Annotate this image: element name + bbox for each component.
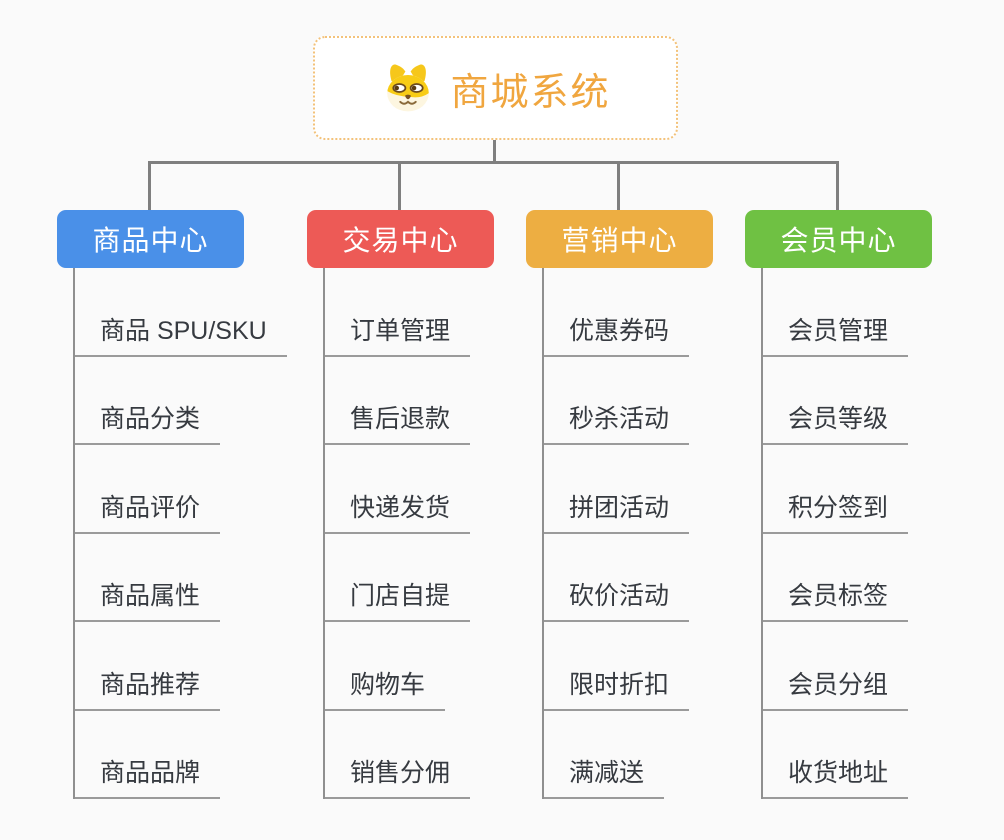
connector-drop-product	[148, 161, 151, 210]
leaf-label: 砍价活动	[542, 576, 690, 622]
leaf-item[interactable]: 商品属性	[73, 534, 307, 622]
leaf-item[interactable]: 秒杀活动	[542, 357, 776, 445]
branch-connector-line	[761, 268, 763, 799]
root-node[interactable]: 商城系统	[313, 36, 678, 140]
branch-children-member: 会员管理会员等级积分签到会员标签会员分组收货地址	[761, 268, 995, 799]
leaf-item[interactable]: 优惠券码	[542, 268, 776, 357]
leaf-label: 拼团活动	[542, 488, 690, 534]
branch-header-marketing-center[interactable]: 营销中心	[526, 210, 713, 268]
branch-trade-center: 交易中心 订单管理售后退款快递发货门店自提购物车销售分佣	[307, 210, 557, 799]
leaf-item[interactable]: 商品评价	[73, 445, 307, 534]
leaf-label: 会员标签	[761, 576, 909, 622]
leaf-item[interactable]: 满减送	[542, 711, 776, 799]
leaf-label: 商品 SPU/SKU	[73, 311, 287, 357]
leaf-item[interactable]: 商品 SPU/SKU	[73, 268, 307, 357]
leaf-item[interactable]: 收货地址	[761, 711, 995, 799]
leaf-item[interactable]: 门店自提	[323, 534, 557, 622]
branch-header-member-center[interactable]: 会员中心	[745, 210, 932, 268]
leaf-item[interactable]: 砍价活动	[542, 534, 776, 622]
leaf-label: 商品分类	[73, 399, 221, 445]
leaf-item[interactable]: 商品品牌	[73, 711, 307, 799]
leaf-label: 积分签到	[761, 488, 909, 534]
leaf-label: 收货地址	[761, 753, 909, 799]
leaf-item[interactable]: 会员分组	[761, 622, 995, 711]
leaf-item[interactable]: 会员标签	[761, 534, 995, 622]
connector-drop-member	[836, 161, 839, 210]
dog-face-icon	[387, 64, 430, 112]
leaf-label: 购物车	[323, 665, 446, 711]
leaf-item[interactable]: 拼团活动	[542, 445, 776, 534]
leaf-label: 限时折扣	[542, 665, 690, 711]
leaf-label: 秒杀活动	[542, 399, 690, 445]
leaf-label: 优惠券码	[542, 311, 690, 357]
connector-drop-marketing	[617, 161, 620, 210]
connector-horizontal-line	[148, 161, 839, 164]
branch-connector-line	[73, 268, 75, 799]
leaf-label: 商品品牌	[73, 753, 221, 799]
leaf-item[interactable]: 售后退款	[323, 357, 557, 445]
branch-children-product: 商品 SPU/SKU 商品分类商品评价商品属性商品推荐商品品牌	[73, 268, 307, 799]
leaf-item[interactable]: 商品推荐	[73, 622, 307, 711]
leaf-label: 订单管理	[323, 311, 471, 357]
leaf-label: 满减送	[542, 753, 665, 799]
branch-product-center: 商品中心 商品 SPU/SKU 商品分类商品评价商品属性商品推荐商品品牌	[57, 210, 307, 799]
leaf-item[interactable]: 快递发货	[323, 445, 557, 534]
leaf-item[interactable]: 积分签到	[761, 445, 995, 534]
branch-children-marketing: 优惠券码秒杀活动拼团活动砍价活动限时折扣满减送	[542, 268, 776, 799]
branch-marketing-center: 营销中心 优惠券码秒杀活动拼团活动砍价活动限时折扣满减送	[526, 210, 776, 799]
leaf-item[interactable]: 商品分类	[73, 357, 307, 445]
leaf-label: 售后退款	[323, 399, 471, 445]
leaf-label: 快递发货	[323, 488, 471, 534]
leaf-label: 会员等级	[761, 399, 909, 445]
leaf-label: 商品属性	[73, 576, 221, 622]
leaf-label: 商品推荐	[73, 665, 221, 711]
branch-member-center: 会员中心 会员管理会员等级积分签到会员标签会员分组收货地址	[745, 210, 995, 799]
branch-header-product-center[interactable]: 商品中心	[57, 210, 244, 268]
leaf-label: 商品评价	[73, 488, 221, 534]
leaf-item[interactable]: 会员等级	[761, 357, 995, 445]
leaf-label: 销售分佣	[323, 753, 471, 799]
leaf-item[interactable]: 销售分佣	[323, 711, 557, 799]
branch-connector-line	[542, 268, 544, 799]
leaf-item[interactable]: 订单管理	[323, 268, 557, 357]
leaf-label: 门店自提	[323, 576, 471, 622]
branch-children-trade: 订单管理售后退款快递发货门店自提购物车销售分佣	[323, 268, 557, 799]
leaf-label: 会员管理	[761, 311, 909, 357]
connector-drop-trade	[398, 161, 401, 210]
leaf-label: 会员分组	[761, 665, 909, 711]
leaf-item[interactable]: 购物车	[323, 622, 557, 711]
connector-root-stub	[493, 140, 496, 164]
branch-connector-line	[323, 268, 325, 799]
leaf-item[interactable]: 会员管理	[761, 268, 995, 357]
leaf-item[interactable]: 限时折扣	[542, 622, 776, 711]
branch-header-trade-center[interactable]: 交易中心	[307, 210, 494, 268]
root-title: 商城系统	[450, 71, 611, 114]
